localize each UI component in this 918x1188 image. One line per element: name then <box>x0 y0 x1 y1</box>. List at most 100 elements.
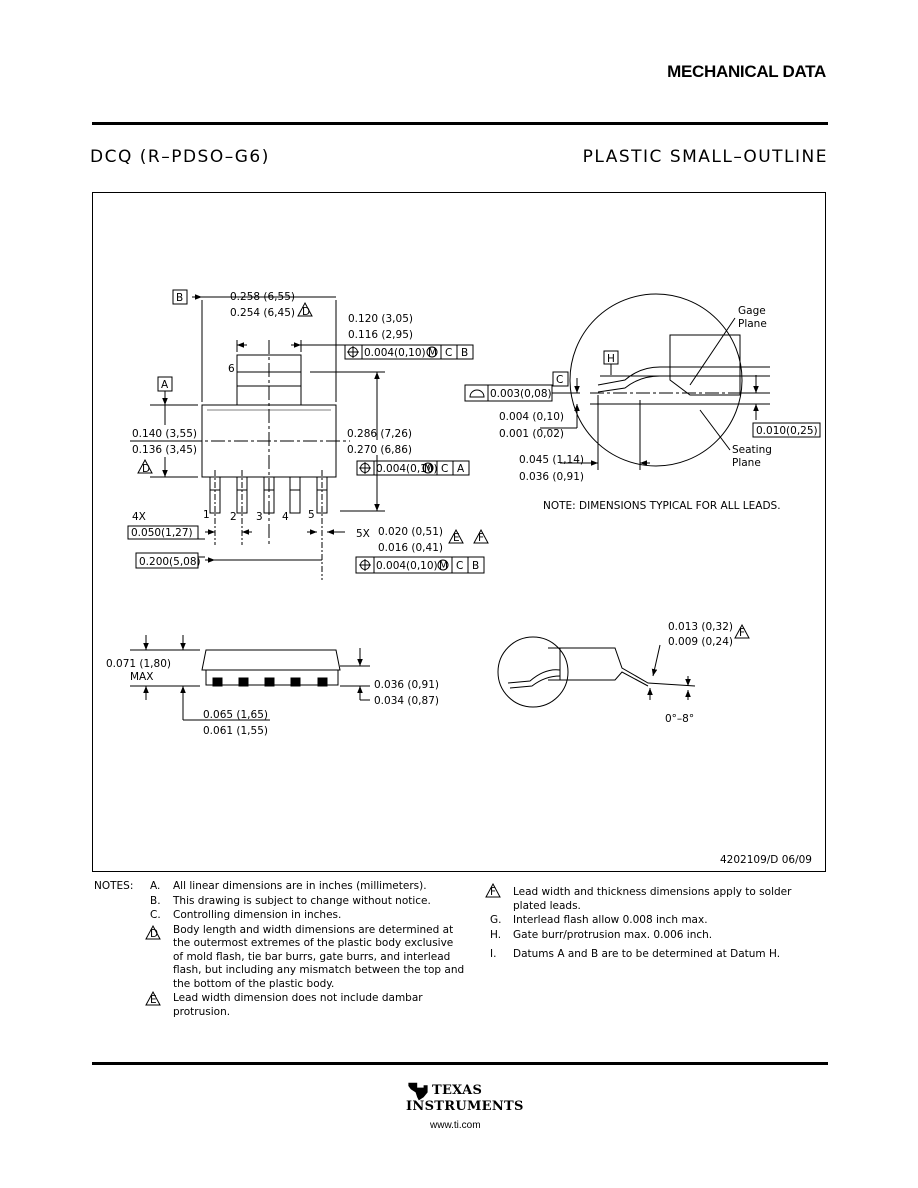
tab-fcf-mod: M <box>428 347 437 359</box>
datum-b-label: B <box>176 292 183 304</box>
note-f-line-2: plated leads. <box>513 899 581 912</box>
foot-min-label: 0.036 (0,91) <box>519 471 584 483</box>
overall-fcf-datum2: A <box>457 463 465 475</box>
website-link[interactable]: www.ti.com <box>430 1120 481 1131</box>
side-detail-view <box>464 293 821 470</box>
pin-5-label: 5 <box>308 509 315 521</box>
note-d-tri-mark: D <box>150 928 158 940</box>
note-e-mark: E <box>453 532 460 544</box>
top-rule <box>92 122 828 125</box>
pitch-count-label: 4X <box>132 511 146 523</box>
note-d-line-4: flash, but including any mismatch betwee… <box>173 964 465 976</box>
foot-max-label: 0.045 (1,14) <box>519 454 584 466</box>
note-b-text: This drawing is subject to change withou… <box>173 894 431 907</box>
lead-thk-max-label: 0.013 (0,32) <box>668 621 733 633</box>
lead-fcf-mod: M <box>439 560 448 572</box>
lead-fcf-value: 0.004(0,10) <box>376 560 438 572</box>
lead-fcf-datum2: B <box>472 560 479 572</box>
note-g-text: Interlead flash allow 0.008 inch max. <box>513 914 708 926</box>
note-d-line-5: the bottom of the plastic body. <box>173 977 335 990</box>
seating-plane-label-1: Seating <box>732 444 772 456</box>
body-thk-max-label: 0.065 (1,65) <box>203 709 268 721</box>
note-e-line-2: protrusion. <box>173 1005 231 1018</box>
note-h: H. Gate burr/protrusion max. 0.006 inch. <box>490 929 820 943</box>
note-a: A. All linear dimensions are in inches (… <box>150 880 475 894</box>
overall-min-label: 0.270 (6,86) <box>347 444 412 456</box>
note-d: Body length and width dimensions are det… <box>150 924 475 992</box>
angle-label: 0°–8° <box>665 713 694 725</box>
tab-width-max-label: 0.120 (3,05) <box>348 313 413 325</box>
note-e: Lead width dimension does not include da… <box>150 992 475 1019</box>
height-max-suffix: MAX <box>130 671 153 683</box>
body-width-max-label: 0.140 (3,55) <box>132 428 197 440</box>
standoff-min-label: 0.001 (0,02) <box>499 428 564 440</box>
note-i-mark: I. <box>490 948 497 960</box>
note-b-mark: B. <box>150 894 161 907</box>
notes-left: A. All linear dimensions are in inches (… <box>150 880 475 1019</box>
length-max-label: 0.258 (6,55) <box>230 291 295 303</box>
drawing-frame <box>92 192 826 872</box>
brand-line-1: TEXAS <box>432 1083 483 1098</box>
length-min-label: 0.254 (6,45) <box>230 307 295 319</box>
note-f-line-1: Lead width and thickness dimensions appl… <box>513 886 792 898</box>
note-d-mark: D <box>302 306 310 318</box>
front-view-package <box>130 635 370 721</box>
tab-fcf-value: 0.004(0,10) <box>364 347 426 359</box>
note-g-mark: G. <box>490 914 502 926</box>
overall-fcf-mod: M <box>424 463 433 475</box>
note-f-mark: F <box>478 532 484 544</box>
overall-max-label: 0.286 (7,26) <box>347 428 412 440</box>
note-g: G. Interlead flash allow 0.008 inch max. <box>490 914 820 928</box>
note-d-line-1: Body length and width dimensions are det… <box>173 923 454 936</box>
note-d-line-2: the outermost extremes of the plastic bo… <box>173 937 454 949</box>
note-e-tri-mark: E <box>150 994 157 1006</box>
lead-height-min-label: 0.034 (0,87) <box>374 695 439 707</box>
body-width-min-label: 0.136 (3,45) <box>132 444 197 456</box>
drawing-number: 4202109/D 06/09 <box>720 854 812 866</box>
lead-fcf-datum1: C <box>456 560 463 572</box>
note-c-text: Controlling dimension in inches. <box>173 909 342 921</box>
pin-2-label: 2 <box>230 511 237 523</box>
pin-1-label: 1 <box>203 509 210 521</box>
lead-width-min-label: 0.016 (0,41) <box>378 542 443 554</box>
span-label: 0.200(5,08) <box>139 556 201 568</box>
package-type: PLASTIC SMALL–OUTLINE <box>582 147 828 167</box>
ti-logo-icon <box>408 1082 428 1101</box>
dimensions-note: NOTE: DIMENSIONS TYPICAL FOR ALL LEADS. <box>543 500 781 512</box>
note-c-mark: C. <box>150 909 161 921</box>
notes-heading: NOTES: <box>94 880 134 892</box>
pin-4-label: 4 <box>282 511 289 523</box>
lead-thk-min-label: 0.009 (0,24) <box>668 636 733 648</box>
tab-fcf-datum2: B <box>461 347 468 359</box>
height-max-label: 0.071 (1,80) <box>106 658 171 670</box>
package-code: DCQ (R–PDSO–G6) <box>90 147 270 167</box>
lead-detail-view <box>497 623 750 708</box>
note-a-text: All linear dimensions are in inches (mil… <box>173 880 427 892</box>
pin6-label: 6 <box>228 363 235 375</box>
note-i-text: Datums A and B are to be determined at D… <box>513 948 781 960</box>
lead-height-max-label: 0.036 (0,91) <box>374 679 439 691</box>
top-view-package <box>188 340 350 580</box>
lead-count-label: 5X <box>356 528 370 540</box>
note-d-line-3: of mold flash, tie bar burrs, gate burrs… <box>173 950 451 963</box>
pitch-label: 0.050(1,27) <box>131 527 193 539</box>
note-f-mark-2: F <box>739 627 745 639</box>
bottom-rule <box>92 1062 828 1065</box>
lead-width-max-label: 0.020 (0,51) <box>378 526 443 538</box>
seating-plane-label-2: Plane <box>732 457 761 469</box>
dimension-labels: B 0.258 (6,55) 0.254 (6,45) D 0.120 (3,0… <box>106 291 818 1006</box>
tab-width-min-label: 0.116 (2,95) <box>348 329 413 341</box>
section-title: MECHANICAL DATA <box>667 62 826 81</box>
note-c: C. Controlling dimension in inches. <box>150 909 475 923</box>
gage-plane-label-2: Plane <box>738 318 767 330</box>
note-b: B. This drawing is subject to change wit… <box>150 895 475 909</box>
note-f-tri-mark: F <box>490 886 496 898</box>
note-h-text: Gate burr/protrusion max. 0.006 inch. <box>513 928 713 941</box>
note-h-mark: H. <box>490 928 502 941</box>
gage-dim-label: 0.010(0,25) <box>756 425 818 437</box>
coplanarity-label: 0.003(0,08) <box>490 388 552 400</box>
body-thk-min-label: 0.061 (1,55) <box>203 725 268 737</box>
note-e-line-1: Lead width dimension does not include da… <box>173 992 423 1004</box>
note-i: I. Datums A and B are to be determined a… <box>490 948 820 962</box>
